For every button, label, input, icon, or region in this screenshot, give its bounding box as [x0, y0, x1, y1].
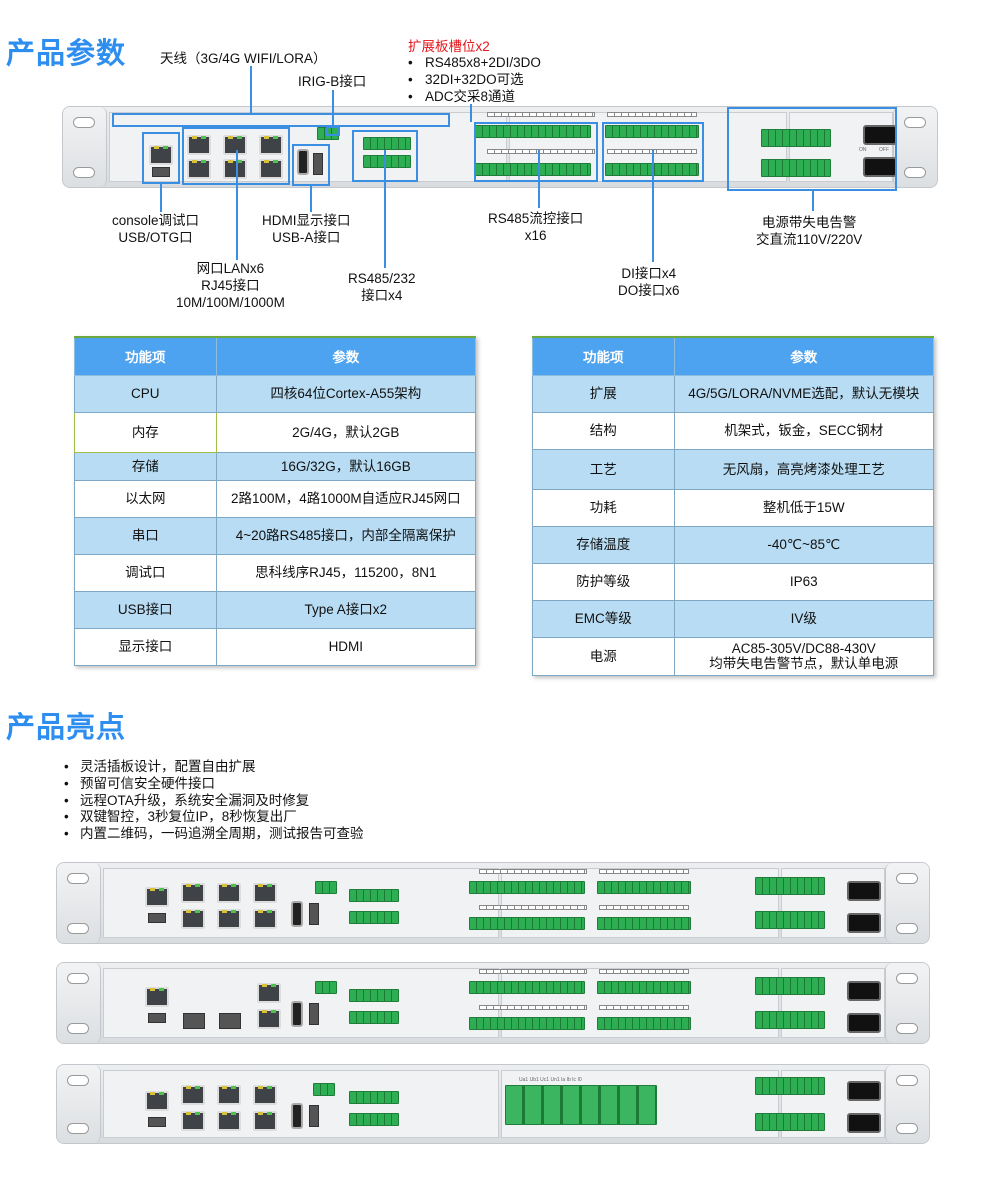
- table-cell: AC85-305V/DC88-430V 均带失电告警节点，默认单电源: [673, 636, 935, 676]
- table-cell: 四核64位Cortex-A55架构: [215, 374, 477, 413]
- callout-power: 电源带失电告警交直流110V/220V: [756, 215, 863, 247]
- table-cell: USB接口: [74, 590, 217, 629]
- hdmi-port: [297, 149, 309, 175]
- callout-expansion-title: 扩展板槽位x2: [408, 39, 490, 54]
- rs485-flow-terminal: [475, 125, 591, 138]
- table-cell: 功耗: [532, 488, 675, 527]
- device-variant-3: Ua1 Ub1 Uc1 Un1 Ia Ib Ic I0: [56, 1064, 930, 1144]
- table-cell: 16G/32G，默认16GB: [215, 451, 477, 481]
- feature-list: 灵活插板设计，配置自由扩展 预留可信安全硬件接口 远程OTA升级，系统安全漏洞及…: [64, 759, 364, 843]
- table-cell: 工艺: [532, 448, 675, 490]
- di-terminal: [605, 125, 699, 138]
- table-cell: 串口: [74, 516, 217, 555]
- device-front-panel-main: ON OFF: [62, 106, 938, 188]
- table-cell: 存储温度: [532, 525, 675, 564]
- feature-item: 灵活插板设计，配置自由扩展: [64, 759, 364, 776]
- table-cell: 防护等级: [532, 562, 675, 601]
- meter-label: Ic: [572, 1077, 577, 1083]
- table-cell: CPU: [74, 374, 217, 413]
- highlight-console: [142, 132, 180, 184]
- table-cell: 机架式，钣金，SECC钢材: [673, 411, 935, 450]
- lan-port: [223, 135, 247, 155]
- table-cell: 调试口: [74, 553, 217, 592]
- meter-label: Un1: [550, 1077, 560, 1083]
- highlight-hdmi: [292, 144, 330, 186]
- device-variant-1: [56, 862, 930, 944]
- section-title-highlights: 产品亮点: [6, 712, 127, 744]
- table-cell: EMC等级: [532, 599, 675, 638]
- table-cell: 存储: [74, 451, 217, 481]
- expansion-item: RS485x8+2DI/3DO: [408, 54, 541, 71]
- table-cell: 整机低于15W: [673, 488, 935, 527]
- usb-a-port: [313, 153, 323, 175]
- feature-item: 双键智控，3秒复位IP，8秒恢复出厂: [64, 809, 364, 826]
- lan-port: [259, 135, 283, 155]
- feature-item: 预留可信安全硬件接口: [64, 776, 364, 793]
- meter-label: Ub1: [529, 1077, 539, 1083]
- switch-off-label: OFF: [879, 147, 889, 153]
- feature-item: 内置二维码，一码追溯全周期，测试报告可查验: [64, 826, 364, 843]
- table-cell: Type A接口x2: [215, 590, 477, 629]
- lan-port: [259, 159, 283, 179]
- rs485-flow-terminal: [475, 163, 591, 176]
- highlight-power: [727, 107, 897, 191]
- table-cell: 结构: [532, 411, 675, 450]
- expansion-item: 32DI+32DO可选: [408, 71, 541, 88]
- meter-label: Uc1: [540, 1077, 550, 1083]
- feature-item: 远程OTA升级，系统安全漏洞及时修复: [64, 793, 364, 810]
- table-cell: 2路100M，4路1000M自适应RJ45网口: [215, 479, 477, 518]
- meter-label: Ia: [561, 1077, 566, 1083]
- table-cell: 思科线序RJ45，115200，8N1: [215, 553, 477, 592]
- highlight-antenna: [112, 113, 450, 127]
- table-cell: 显示接口: [74, 627, 217, 666]
- table-cell: 以太网: [74, 479, 217, 518]
- callout-irig: IRIG-B接口: [298, 74, 367, 89]
- table-cell: 电源: [532, 636, 675, 676]
- table-header: 参数: [673, 336, 935, 376]
- table-header: 功能项: [532, 336, 675, 376]
- highlight-rs485-flow: [474, 122, 598, 182]
- table-header: 功能项: [74, 336, 217, 376]
- device-variant-2: [56, 962, 930, 1044]
- callout-antenna: 天线（3G/4G WIFI/LORA）: [160, 51, 327, 66]
- table-cell: 无风扇，高亮烤漆处理工艺: [673, 448, 935, 490]
- switch-on-label: ON: [859, 147, 867, 153]
- table-cell: 内存: [74, 411, 217, 453]
- table-cell: 扩展: [532, 374, 675, 413]
- power-terminal: [761, 129, 831, 147]
- highlight-irig: [326, 126, 340, 136]
- table-cell: HDMI: [215, 627, 477, 666]
- lan-port: [187, 135, 211, 155]
- expansion-list: RS485x8+2DI/3DO 32DI+32DO可选 ADC交采8通道: [408, 54, 541, 105]
- meter-label: I0: [577, 1077, 582, 1083]
- table-cell: 2G/4G，默认2GB: [215, 411, 477, 453]
- table-cell: IV级: [673, 599, 935, 638]
- table-cell: 4~20路RS485接口，内部全隔离保护: [215, 516, 477, 555]
- table-cell: -40℃~85℃: [673, 525, 935, 564]
- meter-label: Ib: [566, 1077, 571, 1083]
- lan-port: [223, 159, 247, 179]
- table-cell: IP63: [673, 562, 935, 601]
- meter-label: Ua1: [519, 1077, 529, 1083]
- section-title-specs: 产品参数: [6, 38, 127, 70]
- table-header: 参数: [215, 336, 477, 376]
- power-terminal: [761, 159, 831, 177]
- lan-port: [187, 159, 211, 179]
- rs485-terminal: [363, 137, 411, 150]
- table-cell: 4G/5G/LORA/NVME选配，默认无模块: [673, 374, 935, 413]
- expansion-item: ADC交采8通道: [408, 88, 541, 105]
- usb-otg-port: [152, 167, 170, 177]
- rs485-terminal: [363, 155, 411, 168]
- console-port: [149, 145, 173, 165]
